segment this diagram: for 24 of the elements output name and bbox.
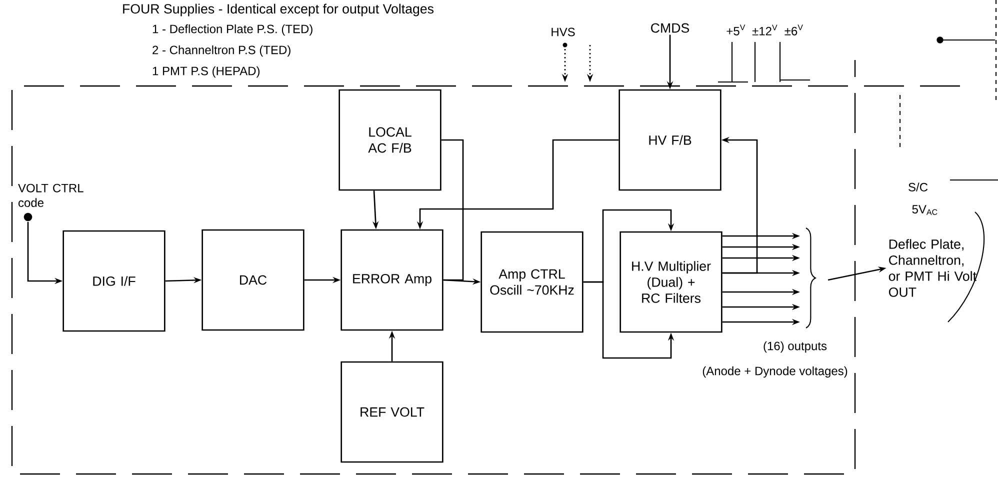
title: FOUR Supplies - Identical except for output Voltages bbox=[123, 4, 434, 16]
note-label: S/C bbox=[908, 182, 928, 192]
signal-label: CMDS bbox=[651, 23, 690, 33]
block-box: HV F/B bbox=[618, 89, 722, 191]
block-box: REF VOLT bbox=[340, 361, 444, 463]
note-label: ±12$^{V}$ bbox=[752, 24, 778, 36]
note-label: +5$^{V}$ bbox=[726, 24, 746, 36]
note-label: 5V$_{AC}$ bbox=[912, 205, 938, 215]
note-label: (16) outputs bbox=[764, 341, 827, 353]
note-label: 1 - Deflection Plate P.S. (TED) bbox=[152, 24, 312, 36]
note-label: (Anode + Dynode voltages) bbox=[702, 366, 848, 378]
block-box: H.V Multiplier (Dual) + RC Filters bbox=[620, 231, 722, 333]
block-box: Amp CTRL Oscill ~70KHz bbox=[480, 231, 584, 333]
note-label: 2 - Channeltron P.S (TED) bbox=[152, 45, 290, 57]
signal-label: VOLT CTRL code bbox=[18, 184, 84, 207]
block-box: ERROR Amp bbox=[340, 229, 444, 331]
block-box: DIG I/F bbox=[62, 230, 166, 332]
block-box: DAC bbox=[202, 229, 304, 331]
connector-dot bbox=[24, 212, 32, 222]
block-box: LOCAL AC F/B bbox=[338, 89, 442, 191]
note-label: ±6$^{V}$ bbox=[784, 24, 803, 36]
note-label: HVS bbox=[552, 28, 575, 36]
note-label: 1 PMT P.S (HEPAD) bbox=[152, 66, 260, 78]
output-label: Deflec Plate, Channeltron, or PMT Hi Volt OUT bbox=[888, 239, 976, 297]
